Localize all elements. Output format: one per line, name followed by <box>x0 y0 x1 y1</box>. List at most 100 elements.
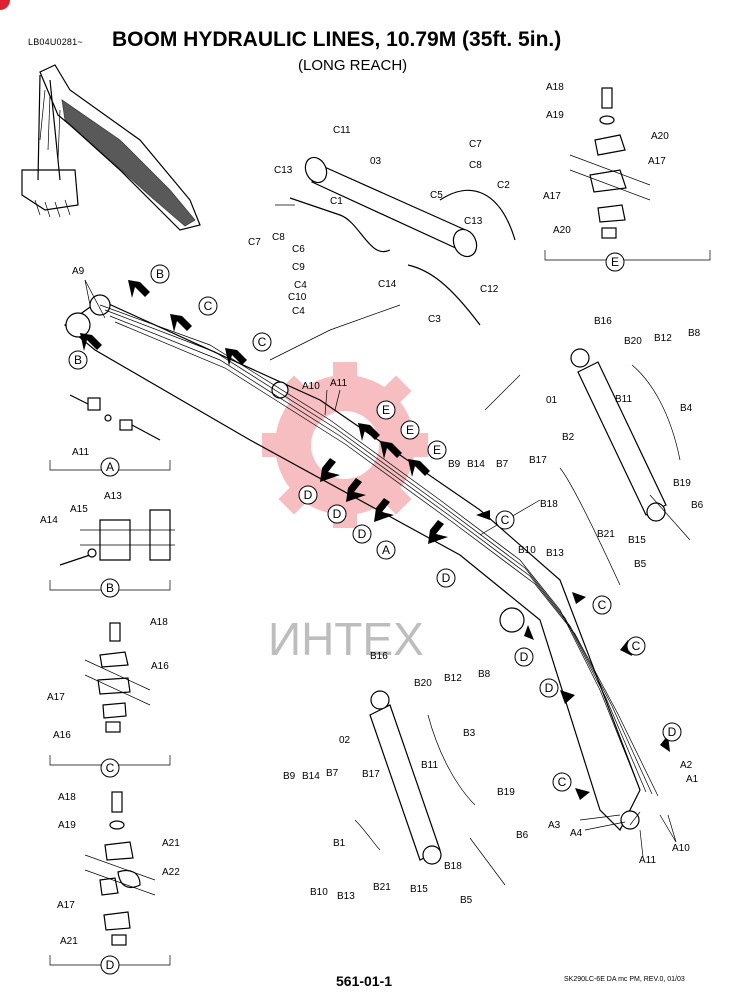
callout-b20-bot: B20 <box>414 678 432 689</box>
svg-text:C: C <box>598 598 607 612</box>
callout-a16-c1: A16 <box>151 661 169 672</box>
callout-a11-mid: A11 <box>330 378 347 389</box>
callout-c9: C9 <box>292 262 305 273</box>
detail-frame-e <box>544 250 711 261</box>
callout-c4-a: C4 <box>294 280 307 291</box>
callout-b5-top: B5 <box>634 559 647 570</box>
callout-labels: C11 C7 C8 C13 03 C2 C5 C13 C1 C8 C7 C6 C… <box>40 82 704 947</box>
boom-cylinder-02 <box>354 690 506 886</box>
callout-a4: A4 <box>570 828 583 839</box>
detail-d-parts <box>84 791 156 946</box>
callout-b21-bot: B21 <box>373 882 391 893</box>
callout-b6-top: B6 <box>691 500 704 511</box>
callout-c7-left: C7 <box>248 237 261 248</box>
svg-text:B: B <box>74 353 82 367</box>
callout-b7-top: B7 <box>496 459 509 470</box>
callout-a20-e1: A20 <box>651 131 669 142</box>
corner-mark <box>0 0 10 10</box>
callout-b7-bot: B7 <box>326 768 339 779</box>
callout-a22-d: A22 <box>162 867 180 878</box>
svg-text:A: A <box>382 543 390 557</box>
callout-c2: C2 <box>497 180 510 191</box>
callout-b12-top: B12 <box>654 333 672 344</box>
callout-b17-top: B17 <box>529 455 547 466</box>
marker-d-1: D <box>298 485 318 505</box>
callout-c13-right: C13 <box>464 216 483 227</box>
callout-b19-top: B19 <box>673 478 691 489</box>
callout-b5-bot: B5 <box>460 895 473 906</box>
callout-c8-top: C8 <box>469 160 482 171</box>
detail-a-parts <box>69 394 161 441</box>
callout-c3: C3 <box>428 314 441 325</box>
marker-d-5: D <box>514 647 534 667</box>
svg-text:C: C <box>106 761 115 775</box>
svg-text:E: E <box>433 443 441 457</box>
callout-c6: C6 <box>292 244 305 255</box>
callout-a10-bot: A10 <box>672 843 690 854</box>
detail-c-parts <box>84 622 151 733</box>
callout-a16-c2: A16 <box>53 730 71 741</box>
callout-b9-top: B9 <box>448 459 461 470</box>
marker-c-1: C <box>198 296 218 316</box>
callout-a17-d: A17 <box>57 900 75 911</box>
callout-b20-top: B20 <box>624 336 642 347</box>
svg-text:B: B <box>106 581 114 595</box>
callout-b15-bot: B15 <box>410 884 428 895</box>
svg-text:D: D <box>358 527 367 541</box>
callout-a2: A2 <box>680 760 693 771</box>
detail-title-a: A <box>100 457 120 477</box>
marker-e-3: E <box>427 440 447 460</box>
callout-c4-b: C4 <box>292 306 305 317</box>
boom-structure <box>64 294 659 832</box>
marker-c-5: C <box>626 636 646 656</box>
marker-a: A <box>376 540 396 560</box>
callout-b10-top: B10 <box>518 545 536 556</box>
callout-b11-bot: B11 <box>421 760 438 771</box>
callout-b8-top: B8 <box>688 328 701 339</box>
callout-a15: A15 <box>70 504 88 515</box>
callout-b13-bot: B13 <box>337 891 355 902</box>
svg-text:C: C <box>204 299 213 313</box>
callout-b17-bot: B17 <box>362 769 380 780</box>
callout-a17-e2: A17 <box>543 191 561 202</box>
callout-a11-detail: A11 <box>72 447 89 458</box>
svg-text:D: D <box>304 488 313 502</box>
marker-c-2: C <box>252 332 272 352</box>
marker-c-4: C <box>592 595 612 615</box>
detail-title-d: D <box>100 955 120 975</box>
marker-c-3: C <box>495 510 515 530</box>
callout-b8-bot: B8 <box>478 669 491 680</box>
svg-text:D: D <box>442 571 451 585</box>
callout-a17-c: A17 <box>47 692 65 703</box>
excavator-icon <box>21 64 201 231</box>
view-markers: B C C B E E E D D D A D C C D C D D C <box>68 264 682 792</box>
callout-a18-e: A18 <box>546 82 564 93</box>
marker-d-3: D <box>352 524 372 544</box>
callout-a21-d1: A21 <box>162 838 180 849</box>
arm-cylinder-assembly <box>275 156 516 326</box>
callout-c11: C11 <box>333 125 351 136</box>
svg-text:D: D <box>520 650 529 664</box>
svg-text:D: D <box>106 958 115 972</box>
detail-b-parts <box>59 509 175 566</box>
marker-c-6: C <box>552 772 572 792</box>
callout-a18-c: A18 <box>150 617 168 628</box>
svg-text:A: A <box>106 460 114 474</box>
detail-title-e: E <box>605 252 625 272</box>
svg-text:E: E <box>611 255 619 269</box>
marker-d-2: D <box>327 504 347 524</box>
callout-b11-top: B11 <box>615 394 632 405</box>
callout-b16-bot: B16 <box>370 651 388 662</box>
detail-title-c: C <box>100 758 120 778</box>
svg-text:E: E <box>406 423 414 437</box>
callout-c14: C14 <box>378 279 397 290</box>
page-title: BOOM HYDRAULIC LINES, 10.79M (35ft. 5in.… <box>112 28 562 51</box>
callout-a13: A13 <box>104 491 122 502</box>
callout-a10-mid: A10 <box>302 381 320 392</box>
view-arrows <box>80 280 670 800</box>
callout-b9-bot: B9 <box>283 771 296 782</box>
callout-03: 03 <box>370 156 382 167</box>
watermark-text: ИНТЕХ <box>268 613 424 665</box>
callout-a1: A1 <box>686 774 699 785</box>
